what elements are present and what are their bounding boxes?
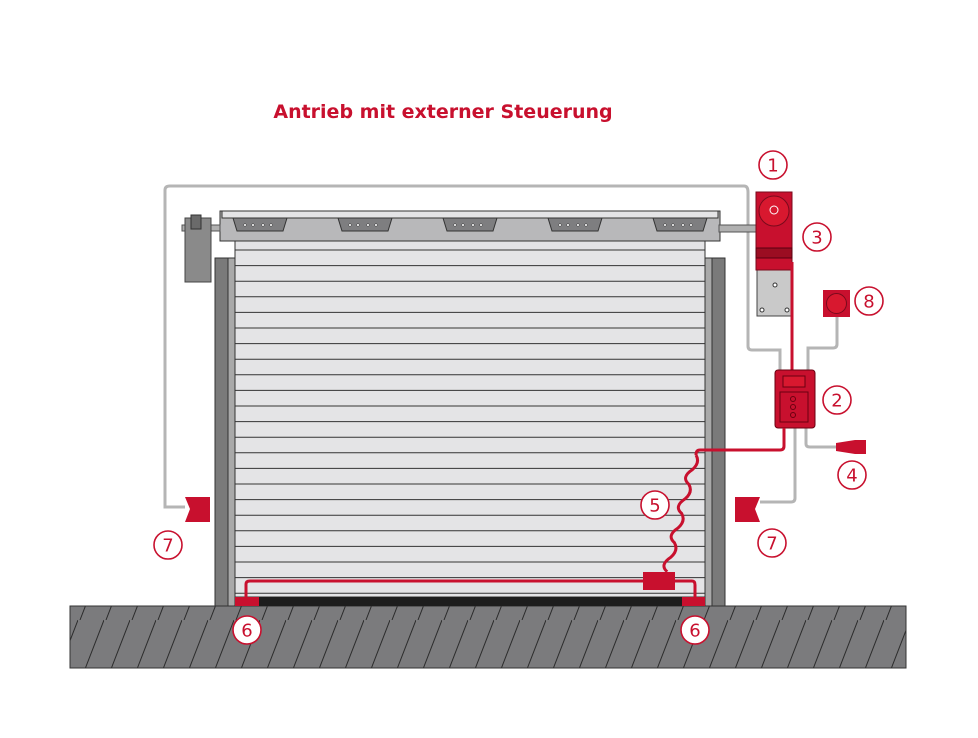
- callout-number: 4: [846, 466, 857, 487]
- control-unit[interactable]: [774, 369, 816, 429]
- diagram-title: Antrieb mit externer Steuerung: [273, 101, 613, 123]
- callout-photocell-right: 7: [757, 528, 787, 558]
- bearing-bracket-left: [181, 214, 221, 283]
- roller-box: [219, 210, 721, 242]
- coil-bracket: [442, 217, 498, 232]
- callout-number: 6: [241, 621, 252, 642]
- callout-safety-edge-left: 6: [232, 615, 262, 645]
- callout-photocell-left: 7: [153, 530, 183, 560]
- power-plug: [836, 440, 866, 454]
- callout-spiral-cable: 5: [640, 490, 670, 520]
- push-button[interactable]: [823, 290, 850, 317]
- photocell-right: [735, 497, 760, 522]
- spiral-cable: [662, 428, 786, 573]
- callout-number: 7: [162, 536, 173, 557]
- photocell-left: [185, 497, 210, 522]
- callout-push-button: 8: [854, 286, 884, 316]
- ground: [69, 605, 907, 669]
- callout-number: 8: [863, 292, 874, 313]
- callout-number: 2: [831, 391, 842, 412]
- callout-number: 5: [649, 496, 660, 517]
- drive-shaft: [718, 224, 760, 233]
- coil-bracket: [652, 217, 708, 232]
- motor: [755, 191, 793, 317]
- signal-wires: [163, 184, 839, 509]
- coil-bracket: [337, 217, 393, 232]
- callout-motor: 1: [758, 150, 788, 180]
- safety-edge: [235, 572, 705, 606]
- callout-safety-edge-right: 6: [680, 615, 710, 645]
- bottom-bar: [235, 597, 705, 606]
- coil-bracket: [547, 217, 603, 232]
- callout-number: 3: [811, 228, 822, 249]
- coil-bracket: [232, 217, 288, 232]
- callout-control-unit: 2: [822, 385, 852, 415]
- callout-power-plug: 4: [837, 460, 867, 490]
- callout-number: 1: [767, 156, 778, 177]
- callout-number: 6: [689, 621, 700, 642]
- guide-rail-left: [214, 257, 236, 607]
- callout-emergency-release: 3: [802, 222, 832, 252]
- door-curtain: [234, 239, 706, 598]
- callout-number: 7: [766, 534, 777, 555]
- guide-rail-right: [704, 257, 726, 607]
